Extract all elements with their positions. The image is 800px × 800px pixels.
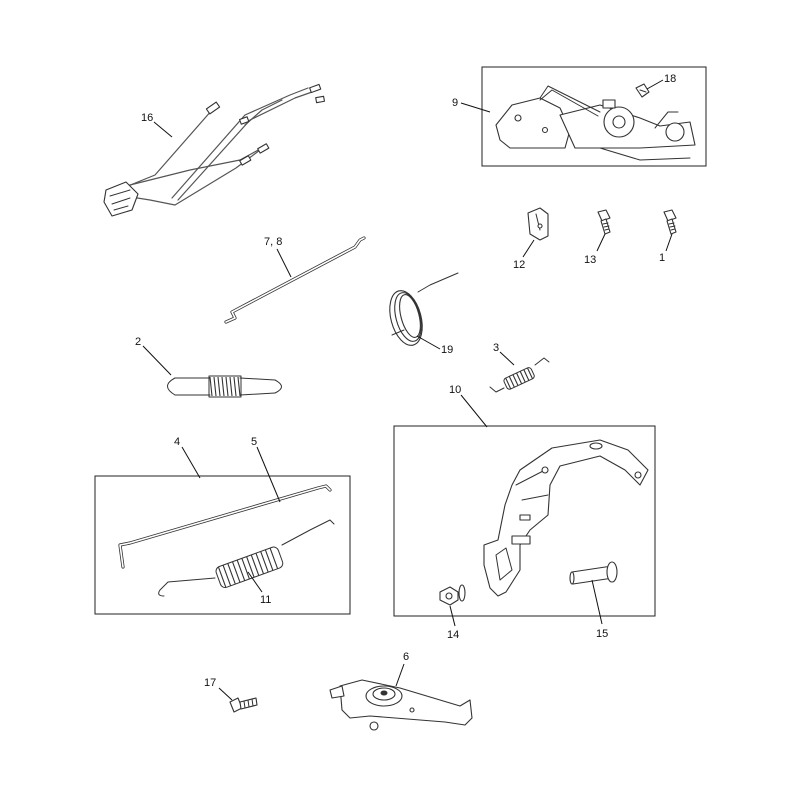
part-6-idler-bracket (329, 679, 473, 731)
leader-2 (142, 345, 172, 376)
assembly-box-4 (94, 475, 351, 615)
leader-11 (247, 571, 263, 593)
part-3-small-spring (489, 357, 550, 393)
callout-10: 10 (449, 384, 461, 396)
leader-18 (646, 79, 664, 90)
callout-15: 15 (596, 628, 608, 640)
callout-3: 3 (493, 342, 499, 354)
callout-12: 12 (513, 259, 525, 271)
callout-9: 9 (452, 97, 458, 109)
leader-17 (218, 687, 233, 701)
callout-6: 6 (403, 651, 409, 663)
leader-19 (416, 335, 441, 350)
part-5-rod (118, 484, 332, 569)
assembly-box-9 (481, 66, 707, 167)
leader-1 (665, 233, 673, 252)
leader-15 (591, 579, 603, 625)
part-18-clip (635, 83, 650, 98)
part-19-torsion-spring (389, 272, 459, 346)
leader-14 (449, 605, 456, 627)
part-16-wire-harness (103, 83, 326, 217)
part-11-extension-spring (158, 519, 335, 597)
leader-3 (499, 351, 515, 366)
part-2-extension-spring (167, 375, 282, 398)
callout-17: 17 (204, 677, 216, 689)
callout-4: 4 (174, 436, 180, 448)
part-9-control-bracket-assembly (495, 85, 696, 161)
leader-6 (395, 663, 405, 687)
part-12-nut-clip (527, 207, 549, 241)
callout-1: 1 (659, 252, 665, 264)
leader-5 (256, 446, 281, 503)
assembly-box-10 (393, 425, 656, 617)
part-17-bolt (229, 697, 258, 713)
callout-19: 19 (441, 344, 453, 356)
part-13-screw (597, 209, 611, 235)
leader-9 (460, 102, 491, 113)
callout-2: 2 (135, 336, 141, 348)
leader-4 (181, 446, 201, 479)
part-10-bracket (483, 439, 649, 597)
callout-7-8: 7, 8 (264, 236, 282, 248)
leader-16 (153, 121, 173, 138)
leader-12 (522, 239, 535, 258)
leader-7-8 (276, 248, 292, 278)
callout-5: 5 (251, 436, 257, 448)
callout-16: 16 (141, 112, 153, 124)
callout-14: 14 (447, 629, 459, 641)
part-14-nut-washer (439, 584, 466, 606)
callout-18: 18 (664, 73, 676, 85)
part-15-pin (569, 561, 618, 585)
callout-11: 11 (260, 594, 271, 606)
leader-10 (460, 394, 488, 428)
callout-13: 13 (584, 254, 596, 266)
part-7-8-rod (224, 236, 366, 324)
leader-13 (596, 233, 606, 252)
part-1-screw (663, 209, 677, 235)
